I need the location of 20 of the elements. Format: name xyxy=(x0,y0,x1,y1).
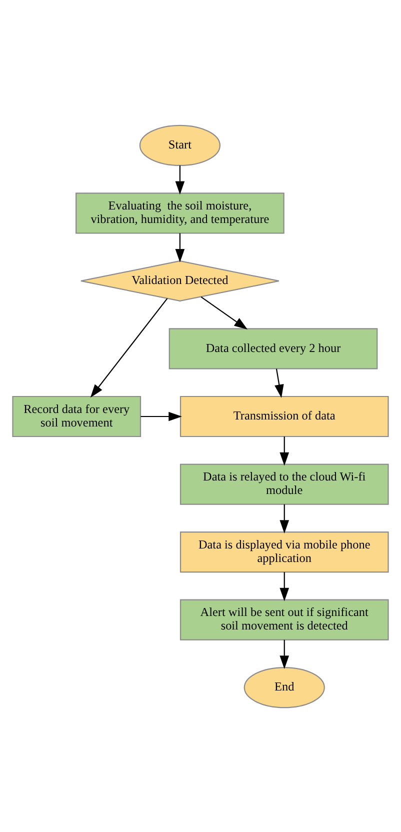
node-ellipse: End xyxy=(244,666,325,708)
arrow xyxy=(274,368,284,398)
node-box: Alert will be sent out if significant soil movement is detected xyxy=(180,598,389,640)
arrow xyxy=(175,232,185,262)
arrow xyxy=(200,296,248,330)
arrow xyxy=(280,572,290,601)
node-diamond: Validation Detected xyxy=(80,260,280,302)
node-box: Data is displayed via mobile phone application xyxy=(180,530,389,572)
node-box: Data collected every 2 hour xyxy=(168,328,378,369)
node-ellipse: Start xyxy=(139,124,220,166)
node-box: Record data for every soil movement xyxy=(12,395,142,437)
arrow xyxy=(280,436,290,466)
node-box: Evaluating the soil moisture, vibration, humidity, and temperature xyxy=(76,192,284,234)
arrow xyxy=(175,165,185,194)
arrow xyxy=(280,504,290,533)
node-box: Transmission of data xyxy=(180,395,389,437)
arrow xyxy=(280,639,290,668)
arrow xyxy=(90,298,168,398)
arrow xyxy=(140,411,182,421)
node-box: Data is relayed to the cloud Wi-fi module xyxy=(180,463,389,504)
